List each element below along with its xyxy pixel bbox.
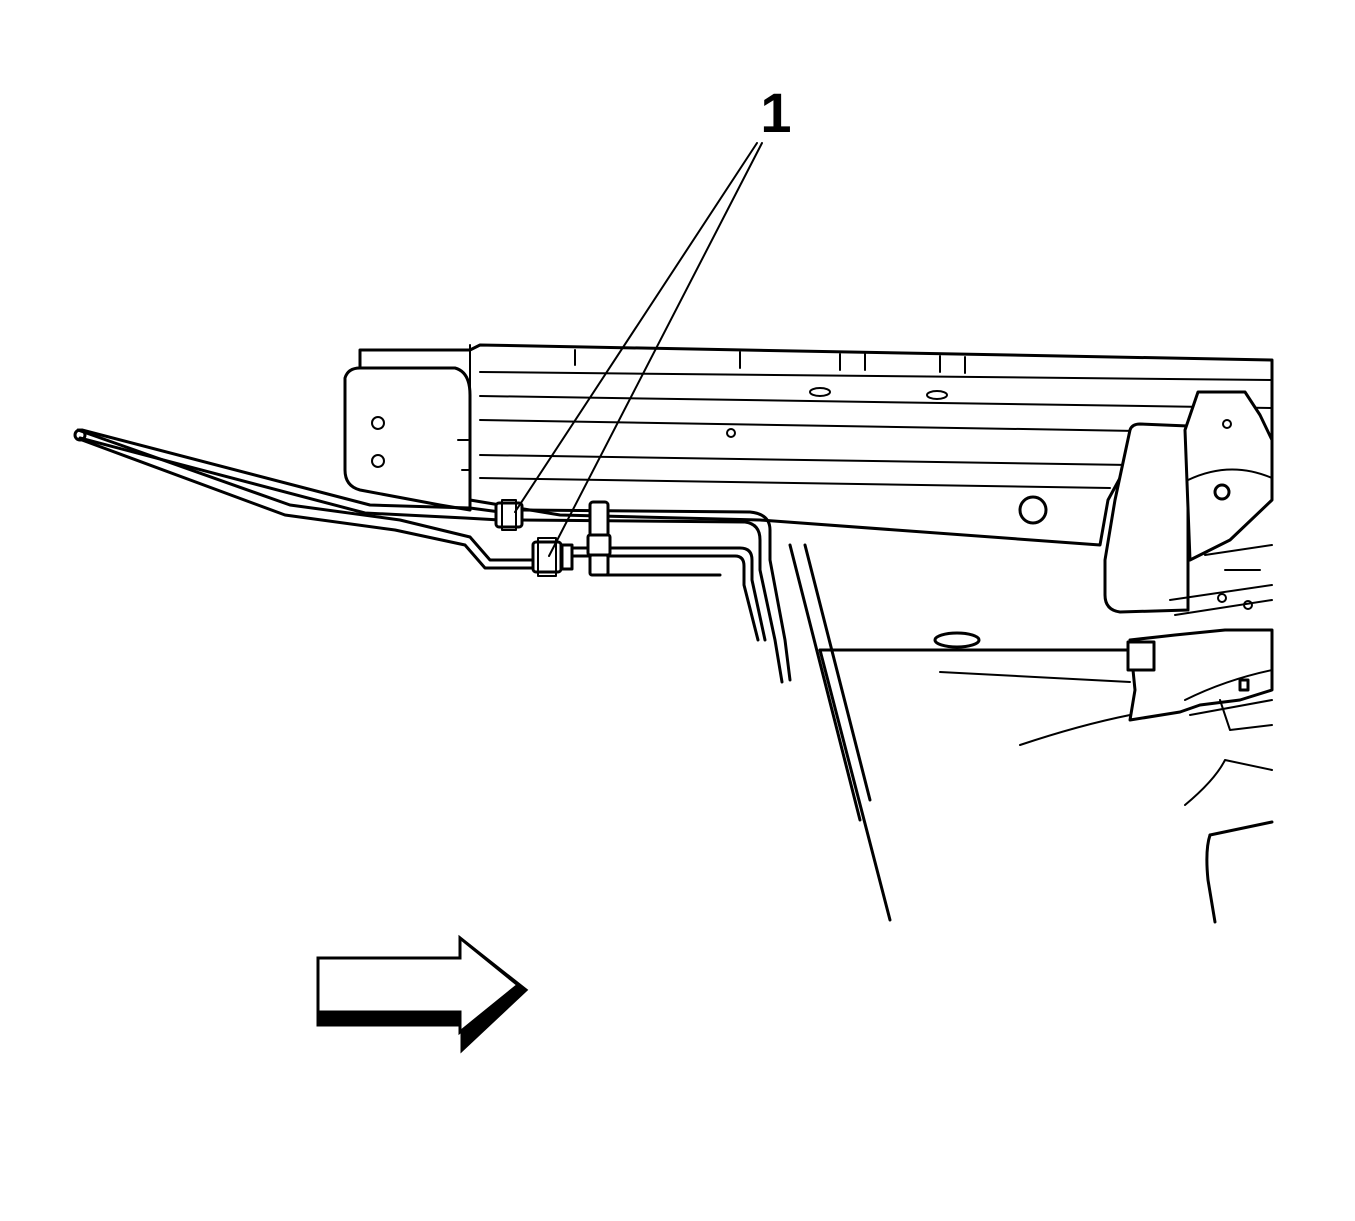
crossmember-bracket xyxy=(343,366,472,512)
callout-leaders xyxy=(514,142,763,557)
line-fittings xyxy=(494,499,612,577)
underbody-panel xyxy=(788,543,1274,924)
hose-clamp xyxy=(1126,640,1156,672)
fuel-lines xyxy=(73,428,792,684)
callout-label: 1 xyxy=(760,81,791,144)
rear-suspension xyxy=(1103,390,1274,731)
direction-arrow-icon xyxy=(316,934,529,1054)
frame-rail xyxy=(358,343,1274,547)
